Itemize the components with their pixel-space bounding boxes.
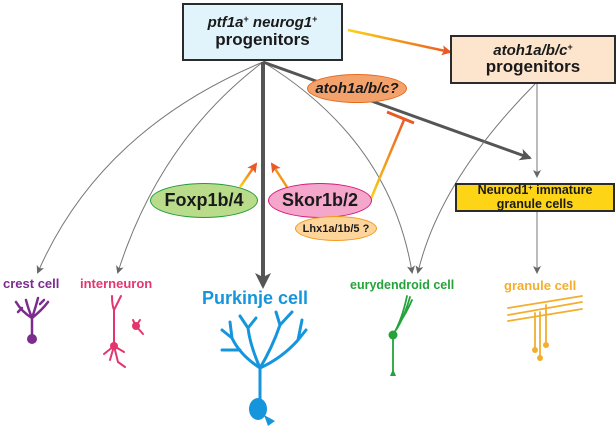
inhibition-bar <box>386 110 415 125</box>
arrow-to-neurod1 <box>262 60 532 161</box>
activation-skor-to-purkinje <box>270 162 289 188</box>
inhibition-skor-to-atoh1 <box>368 119 406 202</box>
foxp1b4-oval: Foxp1b/4 <box>150 183 258 218</box>
arrow-ptf1a-to-atoh1 <box>347 28 452 56</box>
crest-cell-icon <box>14 296 50 344</box>
eurydendroid-cell-icon <box>388 295 413 376</box>
purkinje-cell-icon <box>220 310 308 426</box>
ptf1a-neurog1-progenitors-box: ptf1a+ neurog1+ progenitors <box>182 3 343 61</box>
arrow-to-interneuron <box>116 61 264 274</box>
granule-cell-label: granule cell <box>504 278 577 293</box>
interneuron-icon <box>103 295 144 368</box>
granule-cell-icon <box>507 295 583 361</box>
interneuron-label: interneuron <box>80 276 153 291</box>
arrow-atoh1-to-eurydendroid <box>415 83 536 274</box>
atoh1-progenitors-box: atoh1a/b/c+ progenitors <box>450 35 616 84</box>
purkinje-cell-label: Purkinje cell <box>202 288 309 308</box>
lhx1a-oval: Lhx1a/1b/5 ? <box>295 216 377 241</box>
atoh1-question-oval: atoh1a/b/c? <box>307 74 407 103</box>
arrow-to-crest <box>36 61 264 274</box>
skor1b2-oval: Skor1b/2 <box>268 183 372 218</box>
eurydendroid-cell-label: eurydendroid cell <box>350 278 455 292</box>
neurod1-immature-granule-box: Neurod1+ immature granule cells <box>455 183 615 212</box>
activation-foxp-to-purkinje <box>238 162 258 188</box>
crest-cell-label: crest cell <box>3 276 60 291</box>
arrow-to-eurydendroid-from-ptf1a <box>262 61 415 274</box>
